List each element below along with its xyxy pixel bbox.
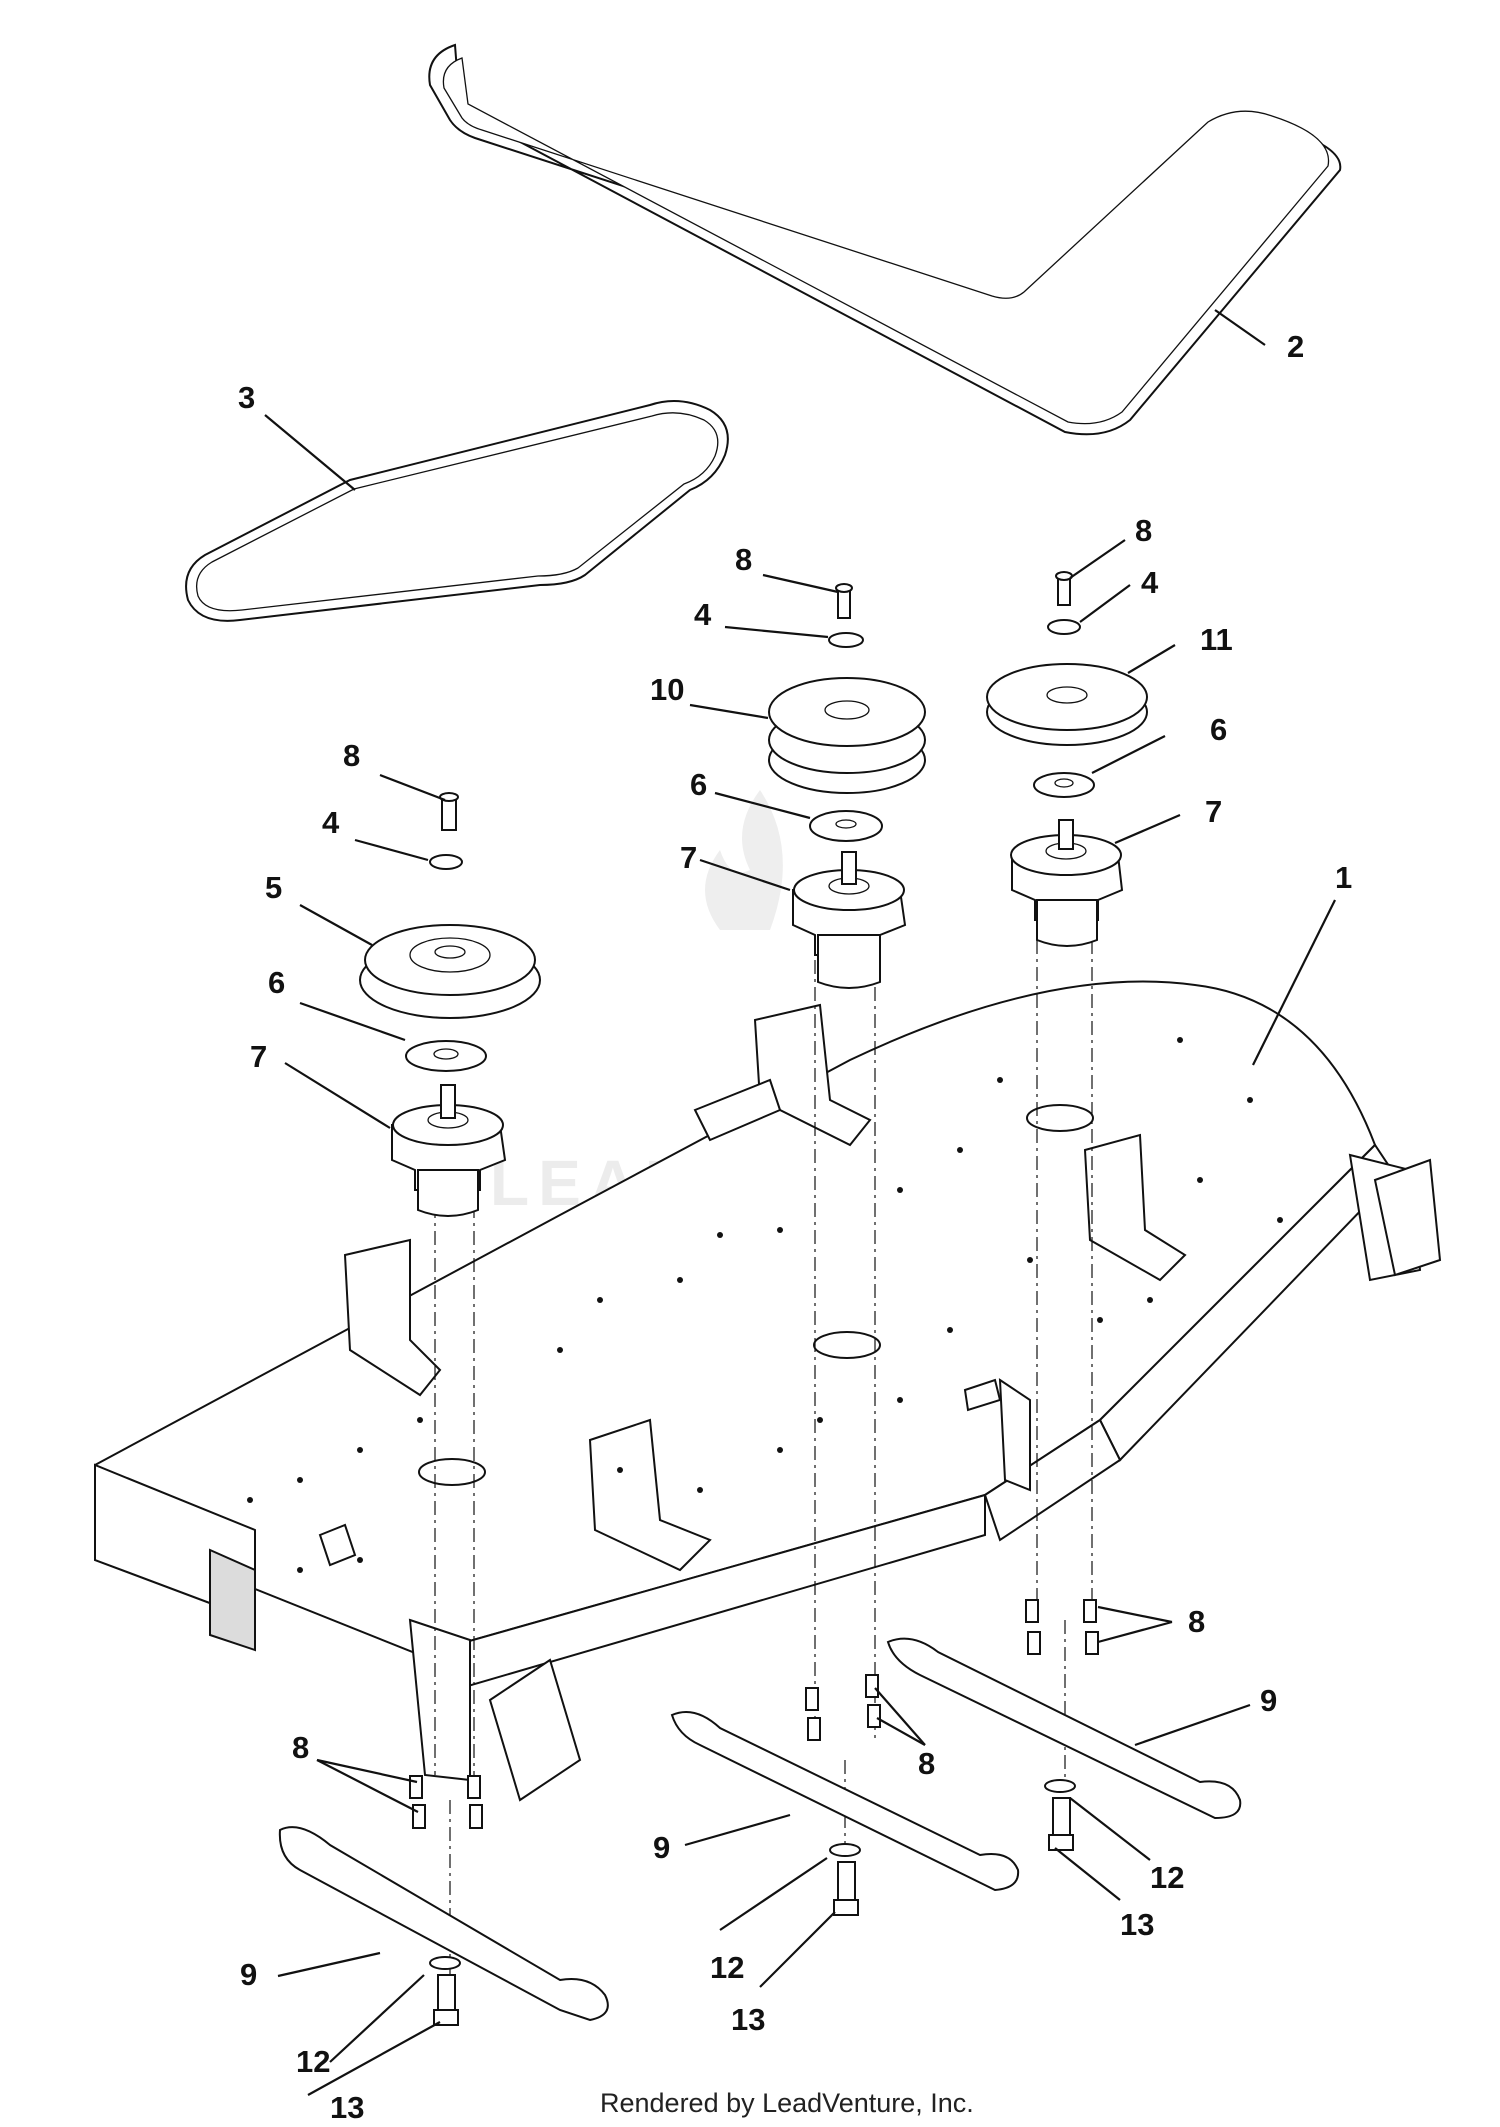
callout-8-left-bottom: 8	[292, 1730, 309, 1765]
callout-8-right-top: 8	[1135, 513, 1152, 548]
callout-5: 5	[265, 870, 282, 905]
callout-7-right: 7	[1205, 794, 1222, 829]
callout-1: 1	[1335, 860, 1352, 895]
callout-7-center: 7	[680, 840, 697, 875]
mower-deck	[94, 980, 1442, 1802]
callout-4-left: 4	[322, 805, 340, 840]
callout-13-right: 13	[1120, 1907, 1154, 1942]
blade-9-left	[278, 1826, 609, 2022]
washer-4-center	[828, 632, 864, 648]
callout-8-left-top: 8	[343, 738, 360, 773]
callout-8-center-bottom: 8	[918, 1746, 935, 1781]
rendered-by-footer: Rendered by LeadVenture, Inc.	[600, 2088, 974, 2118]
washer-12-center	[829, 1843, 861, 1857]
callout-6-right: 6	[1210, 712, 1227, 747]
washer-4-right	[1047, 619, 1081, 635]
callout-13-center: 13	[731, 2002, 765, 2037]
washer-12-left	[429, 1956, 461, 1970]
callout-13-left: 13	[330, 2090, 364, 2122]
left-spindle-stack	[278, 792, 609, 2026]
callout-12-center: 12	[710, 1950, 744, 1985]
washer-12-right	[1044, 1779, 1076, 1793]
belt-2	[428, 43, 1342, 436]
callout-7-left: 7	[250, 1039, 267, 1074]
callout-4-center: 4	[694, 597, 712, 632]
watermark-flame-icon	[705, 790, 783, 930]
callout-8-right-bottom: 8	[1188, 1604, 1205, 1639]
washer-4-left	[429, 854, 463, 870]
callout-12-left: 12	[296, 2044, 330, 2079]
callout-2: 2	[1287, 329, 1304, 364]
callout-9-right: 9	[1260, 1683, 1277, 1718]
callout-6-left: 6	[268, 965, 285, 1000]
blade-9-right	[886, 1637, 1242, 1820]
callout-10: 10	[650, 672, 684, 707]
callout-6-center: 6	[690, 767, 707, 802]
center-spindle-stack	[670, 583, 1020, 1916]
bolt-13-right	[1052, 1797, 1071, 1836]
callout-4-right: 4	[1141, 565, 1159, 600]
callout-labels: 1 2 3 8 4 5 6 7 8 4 10 6 7 8 4 11 6 7 8 …	[238, 329, 1352, 2125]
bolt-13-left	[437, 1974, 456, 2011]
right-spindle-stack	[886, 571, 1242, 1851]
callout-11: 11	[1200, 622, 1233, 657]
leader-lines	[264, 309, 1336, 2096]
callout-12-right: 12	[1150, 1860, 1184, 1895]
callout-9-center: 9	[653, 1830, 670, 1865]
belt-3	[185, 400, 729, 622]
blade-9-center	[670, 1711, 1020, 1892]
callout-8-center-top: 8	[735, 542, 752, 577]
callout-3: 3	[238, 380, 255, 415]
callout-9-left: 9	[240, 1957, 257, 1992]
bolt-13-center	[837, 1861, 856, 1901]
